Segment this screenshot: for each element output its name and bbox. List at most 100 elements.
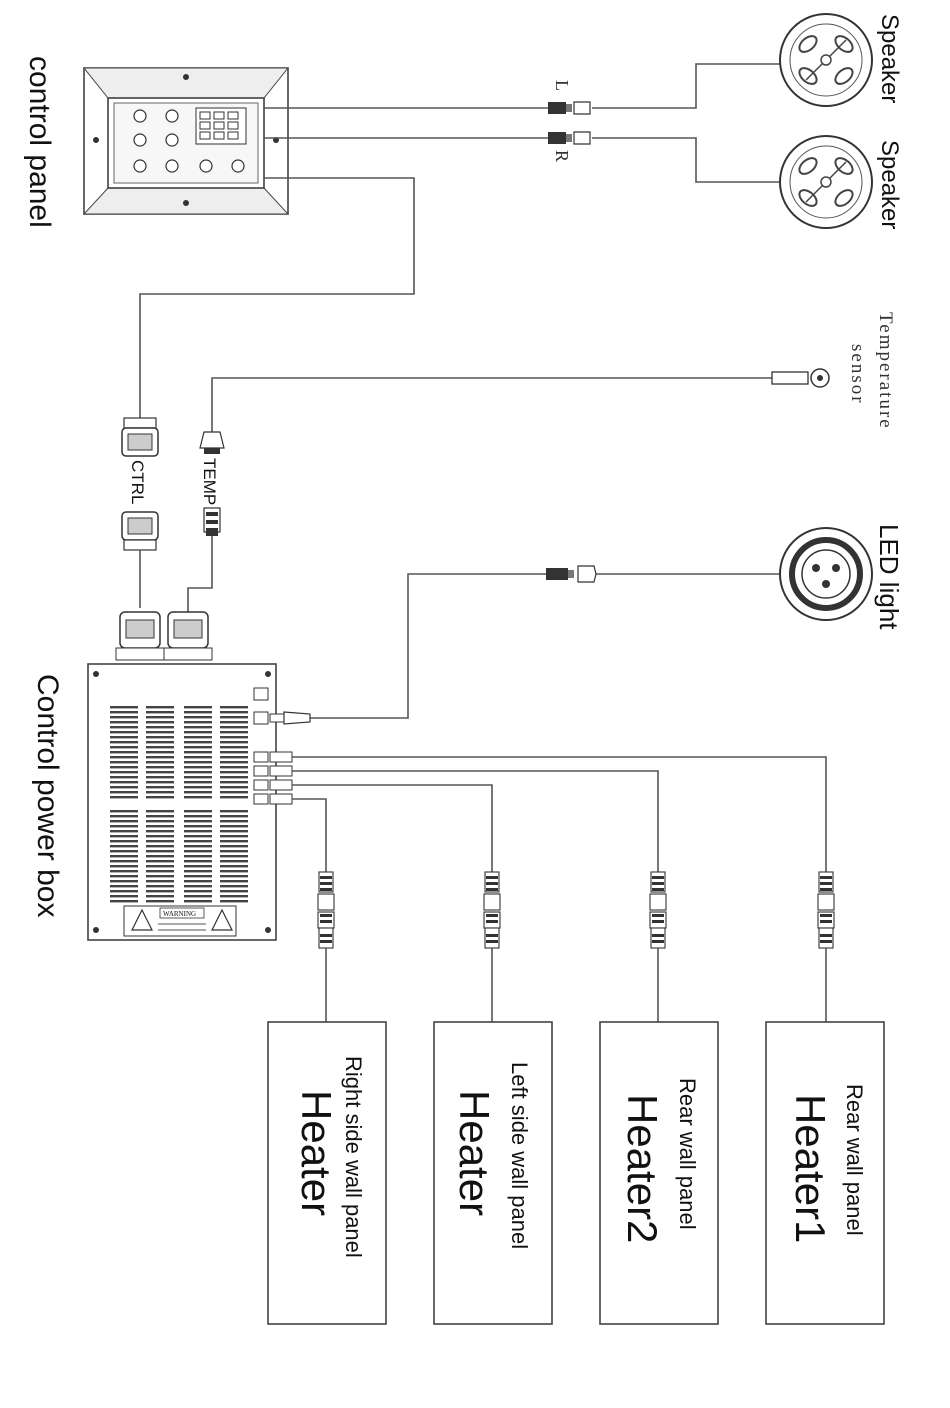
vent-slot	[110, 830, 138, 832]
vent-slot	[184, 875, 212, 877]
heater-connector	[318, 872, 334, 948]
vent-slot	[146, 796, 174, 798]
vent-slot	[184, 731, 212, 733]
vent-slot	[220, 820, 248, 822]
vent-slot	[220, 895, 248, 897]
vent-slot	[110, 815, 138, 817]
vent-slot	[184, 766, 212, 768]
heater-rear-panel-2: Rear wall panel Heater2	[600, 1022, 718, 1324]
vent-slot	[110, 796, 138, 798]
vent-slot	[184, 835, 212, 837]
vent-slot	[110, 771, 138, 773]
vent-slot	[110, 741, 138, 743]
vent-slot	[220, 781, 248, 783]
vent-slot	[184, 885, 212, 887]
vent-slot	[220, 746, 248, 748]
vent-slot	[146, 865, 174, 867]
heater-1-subtitle: Rear wall panel	[842, 1084, 867, 1236]
ctrl-connector-upper	[122, 418, 158, 456]
vent-slot	[184, 865, 212, 867]
vent-slot	[146, 736, 174, 738]
heater-connector	[484, 872, 500, 948]
vent-slot	[110, 711, 138, 713]
temperature-sensor-label-1: Temperature	[875, 312, 896, 430]
vent-slot	[110, 746, 138, 748]
vent-slot	[146, 751, 174, 753]
vent-slot	[184, 721, 212, 723]
vent-slot	[220, 865, 248, 867]
vent-slot	[146, 830, 174, 832]
vent-slot	[110, 860, 138, 862]
vent-slot	[146, 840, 174, 842]
vent-slot	[220, 731, 248, 733]
vent-slot	[220, 875, 248, 877]
vent-slot	[184, 880, 212, 882]
vent-slot	[184, 890, 212, 892]
vent-slot	[220, 796, 248, 798]
heater-connector	[818, 872, 834, 948]
vent-slot	[146, 875, 174, 877]
led-connector	[546, 566, 596, 582]
vent-slot	[220, 726, 248, 728]
vent-slot	[110, 825, 138, 827]
vent-slot	[146, 820, 174, 822]
vent-slot	[220, 830, 248, 832]
vent-slot	[110, 900, 138, 902]
vent-slot	[184, 825, 212, 827]
vent-slot	[110, 890, 138, 892]
vent-slot	[220, 835, 248, 837]
vent-slot	[184, 711, 212, 713]
led-light-icon	[780, 528, 872, 620]
vent-slot	[220, 810, 248, 812]
temperature-sensor-probe	[772, 369, 829, 387]
speaker-2-label: Speaker	[876, 140, 903, 229]
vent-slot	[146, 721, 174, 723]
vent-slot	[220, 756, 248, 758]
heater-4-title: Heater	[293, 1090, 340, 1216]
speaker-icon-1	[780, 14, 872, 106]
vent-slot	[146, 781, 174, 783]
heater-rear-panel-1: Rear wall panel Heater1	[766, 1022, 884, 1324]
speaker-left-connector	[548, 102, 590, 114]
vent-slot	[184, 736, 212, 738]
vent-slot	[220, 786, 248, 788]
vent-slot	[184, 895, 212, 897]
vent-slot	[110, 880, 138, 882]
vent-slot	[146, 815, 174, 817]
left-channel-label: L	[552, 80, 572, 91]
power-box-ctrl-port	[116, 612, 164, 660]
vent-slot	[146, 860, 174, 862]
heater-2-title: Heater2	[619, 1094, 666, 1243]
vent-slot	[220, 751, 248, 753]
vent-slot	[146, 771, 174, 773]
heater-left-side-panel: Left side wall panel Heater	[434, 1022, 552, 1324]
vent-slot	[220, 890, 248, 892]
vent-slot	[146, 810, 174, 812]
vent-slot	[110, 761, 138, 763]
vent-slot	[146, 890, 174, 892]
vent-slot	[110, 706, 138, 708]
vent-slot	[110, 835, 138, 837]
vent-slot	[220, 776, 248, 778]
heater-right-side-panel: Right side wall panel Heater	[268, 1022, 386, 1324]
vent-slot	[110, 756, 138, 758]
vent-slot	[146, 885, 174, 887]
vent-slot	[220, 855, 248, 857]
control-panel-label: control panel	[23, 56, 56, 228]
vent-slot	[184, 791, 212, 793]
heater-3-subtitle: Left side wall panel	[507, 1062, 532, 1249]
vent-slot	[184, 776, 212, 778]
vent-slot	[184, 741, 212, 743]
vent-slot	[146, 726, 174, 728]
vent-slot	[220, 716, 248, 718]
vent-slot	[146, 855, 174, 857]
vent-slot	[146, 741, 174, 743]
control-panel-unit	[84, 68, 288, 214]
vent-slot	[220, 885, 248, 887]
vent-slot	[110, 855, 138, 857]
vent-slot	[184, 845, 212, 847]
temp-connector-lower	[204, 508, 220, 536]
vent-slot	[110, 716, 138, 718]
vent-slot	[146, 756, 174, 758]
